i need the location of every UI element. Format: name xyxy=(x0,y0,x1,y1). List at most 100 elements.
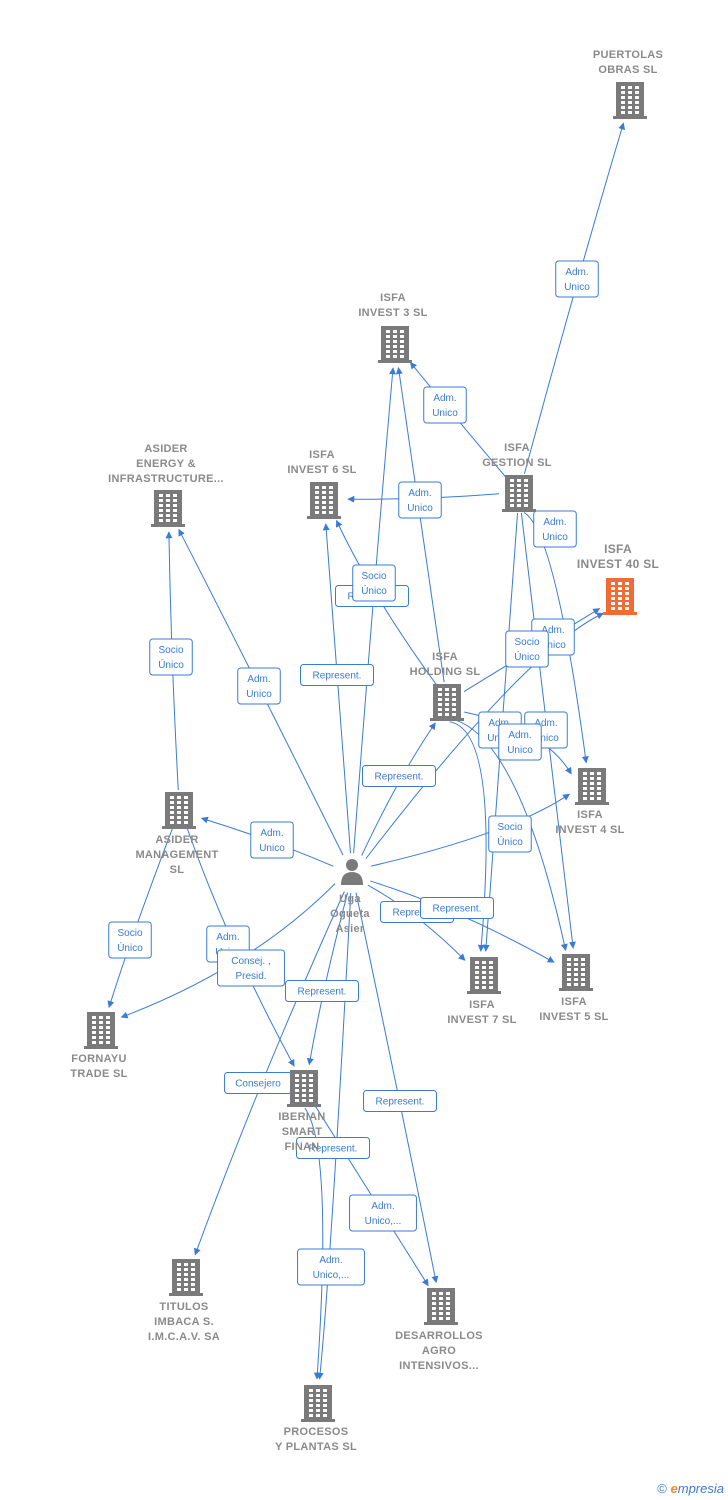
node-label: SL xyxy=(170,864,185,876)
edge-label-box xyxy=(420,897,494,919)
edge-label-box xyxy=(533,510,577,548)
node-label: ASIDER xyxy=(144,443,187,455)
edge-label-text: Socio xyxy=(158,645,183,656)
edge-label-text: Unico xyxy=(542,532,568,543)
node-desarrollos[interactable]: DESARROLLOSAGROINTENSIVOS... xyxy=(395,1288,483,1372)
edge-label-text: Adm. xyxy=(371,1201,394,1212)
edge-label-text: Unico xyxy=(507,745,533,756)
edge-label-person-to-procesos[interactable]: Adm. Unico,... xyxy=(297,1248,365,1286)
edge-label-text: Unico,... xyxy=(313,1270,350,1281)
edge-label-text: Unico xyxy=(407,503,433,514)
edge-label-text: Adm. xyxy=(488,718,511,729)
edge-label-box xyxy=(505,630,549,668)
edge-label-text: Único xyxy=(514,650,540,663)
edge-label-box xyxy=(108,921,152,959)
building-icon xyxy=(424,1288,458,1325)
node-label: Y PLANTAS SL xyxy=(275,1441,357,1453)
edge-label-text: Adm. xyxy=(433,393,456,404)
node-procesos[interactable]: PROCESOS Y PLANTAS SL xyxy=(275,1385,357,1453)
edge-label-person-to-titulos[interactable]: Consejero xyxy=(224,1072,292,1094)
edge-label-person-to-isfa6[interactable]: Represent. xyxy=(300,664,374,686)
node-label: PROCESOS xyxy=(284,1426,349,1438)
building-icon xyxy=(502,475,536,512)
edge-label-iberian-to-procesos[interactable]: Represent. xyxy=(296,1137,370,1159)
node-label: MANAGEMENT xyxy=(135,849,218,861)
edge-labels-layer: Adm.UnicoAdm.UnicoAdm.UnicoAdm.UnicoRepr… xyxy=(108,260,599,1286)
building-icon xyxy=(575,768,609,805)
edge-label-box xyxy=(285,980,359,1002)
edge-label-box xyxy=(250,821,294,859)
edge-person-to-isfa6 xyxy=(322,523,352,854)
edge-person-to-procesos xyxy=(316,892,352,1380)
edge-label-iberian-to-desarrollos[interactable]: Adm.Unico,... xyxy=(349,1194,417,1232)
edge-label-text: Represent. xyxy=(313,671,362,682)
edge-label-text: Único xyxy=(497,835,523,848)
edge-label-box xyxy=(352,564,396,602)
edge-label-person-to-asider_mgmt[interactable]: Adm.Unico xyxy=(250,821,294,859)
edge-label-text: Adm. xyxy=(543,517,566,528)
edge-label-box xyxy=(297,1248,365,1286)
edge-label-text: Unico xyxy=(246,689,272,700)
edge-label-person-to-desarrollos[interactable]: Represent. xyxy=(363,1090,437,1112)
edge-isfa_gestion-to-isfa4 xyxy=(523,511,589,764)
edge-label-person-to-iberian[interactable]: Represent. xyxy=(285,980,359,1002)
node-label: TITULOS xyxy=(159,1301,208,1313)
building-icon xyxy=(378,326,412,363)
edge-isfa_gestion-to-puertolas xyxy=(523,122,626,474)
edge-label-text: Adm. xyxy=(541,625,564,636)
building-icon xyxy=(84,1012,118,1049)
edge-label-text: Represent. xyxy=(376,1097,425,1108)
edge-label-text: Unico xyxy=(432,408,458,419)
edge-label-isfa_gestion-to-isfa4[interactable]: Adm. Unico xyxy=(533,510,577,548)
edge-label-isfa_holding-to-isfa5[interactable]: Adm.Unico xyxy=(498,723,542,761)
empresia-logo[interactable]: empresia xyxy=(670,1481,724,1496)
edge-label-person-to-isfa5[interactable]: Represent. xyxy=(420,897,494,919)
node-label: IBERIAN xyxy=(278,1111,325,1123)
edge-label-isfa_gestion-to-puertolas[interactable]: Adm.Unico xyxy=(555,260,599,298)
building-icon xyxy=(301,1385,335,1422)
edge-label-box xyxy=(398,481,442,519)
node-label: INFRASTRUCTURE... xyxy=(108,473,224,485)
edge-label-text: Represent. xyxy=(309,1144,358,1155)
edge-label-text: Consejero xyxy=(235,1079,281,1090)
edge-label-box xyxy=(217,949,285,987)
edge-person-to-isfa4 xyxy=(370,793,571,867)
edge-label-person-to-asider_energy[interactable]: Adm.Unico xyxy=(237,667,281,705)
node-label: Uga xyxy=(339,893,361,905)
edge-label-isfa_gestion-to-isfa3[interactable]: Adm. Unico xyxy=(423,386,467,424)
edge-label-text: Adm. xyxy=(319,1255,342,1266)
building-icon xyxy=(559,954,593,991)
edge-label-box xyxy=(237,667,281,705)
edge-label-text: Unico xyxy=(533,733,559,744)
edge-label-person-to-fornayu[interactable]: Consej. ,Presid. xyxy=(217,949,285,987)
edge-label-isfa_gestion-to-isfa6[interactable]: Adm.Unico xyxy=(398,481,442,519)
edge-label-box xyxy=(498,723,542,761)
edge-label-person-to-isfa_holding[interactable]: Represent. xyxy=(362,765,436,787)
edge-label-text: Socio xyxy=(361,571,386,582)
edge-label-box xyxy=(300,664,374,686)
building-icon xyxy=(467,957,501,994)
edge-label-text: Único xyxy=(158,658,184,671)
building-icon xyxy=(287,1070,321,1107)
node-label: ISFA xyxy=(469,999,495,1011)
